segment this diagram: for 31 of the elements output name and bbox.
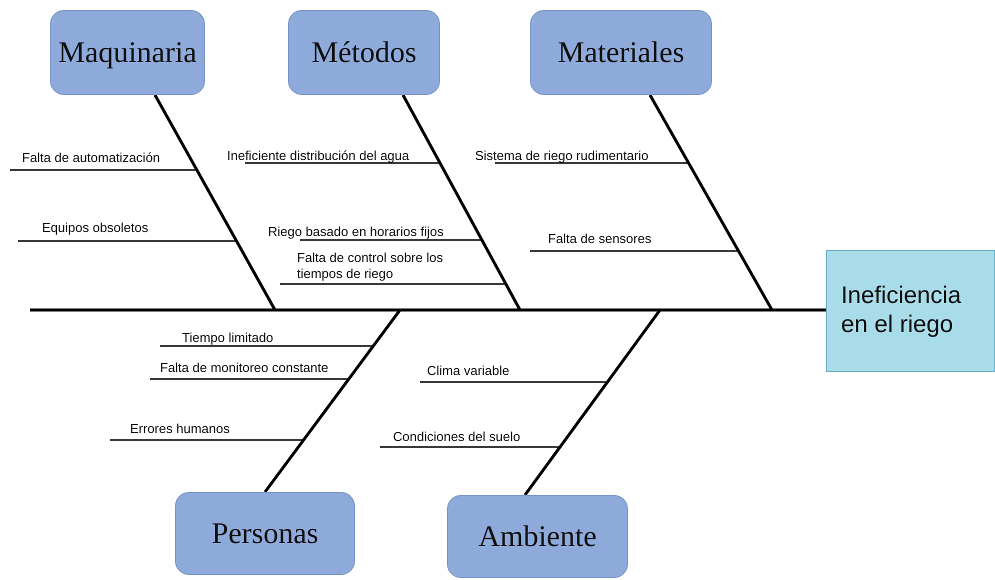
- category-box: Métodos: [288, 10, 440, 95]
- cause-line: [280, 283, 506, 285]
- category-box: Personas: [175, 492, 355, 575]
- effect-box: Ineficiencia en el riego: [826, 250, 995, 372]
- cause-text: Falta de sensores: [548, 231, 652, 248]
- cause-text: Condiciones del suelo: [393, 429, 520, 446]
- cause-text: Equipos obsoletos: [42, 220, 148, 236]
- cause-line: [10, 169, 197, 171]
- cause-line: [18, 240, 236, 242]
- cause-line: [300, 239, 482, 241]
- cause-text: Ineficiente distribución del agua: [227, 148, 410, 164]
- cause-text: Sistema de riego rudimentario: [475, 148, 648, 164]
- cause-line: [420, 381, 608, 383]
- cause-line: [380, 446, 560, 448]
- cause-line: [245, 162, 440, 164]
- cause-text: Falta de monitoreo constante: [160, 360, 328, 376]
- cause-text: Falta de control sobre los tiempos de riego: [297, 250, 462, 282]
- cause-text: Riego basado en horarios fijos: [268, 224, 444, 240]
- category-box: Maquinaria: [50, 10, 205, 95]
- cause-line: [160, 345, 374, 347]
- bone-line: [524, 308, 826, 496]
- cause-line: [530, 250, 739, 252]
- cause-text: Falta de automatización: [22, 150, 160, 166]
- cause-text: Tiempo limitado: [182, 330, 274, 346]
- category-box: Materiales: [530, 10, 712, 95]
- cause-text: Clima variable: [427, 363, 510, 380]
- cause-text: Errores humanos: [130, 421, 230, 438]
- cause-line: [495, 162, 689, 164]
- cause-line: [150, 378, 349, 380]
- category-box: Ambiente: [447, 495, 628, 578]
- cause-line: [110, 439, 304, 441]
